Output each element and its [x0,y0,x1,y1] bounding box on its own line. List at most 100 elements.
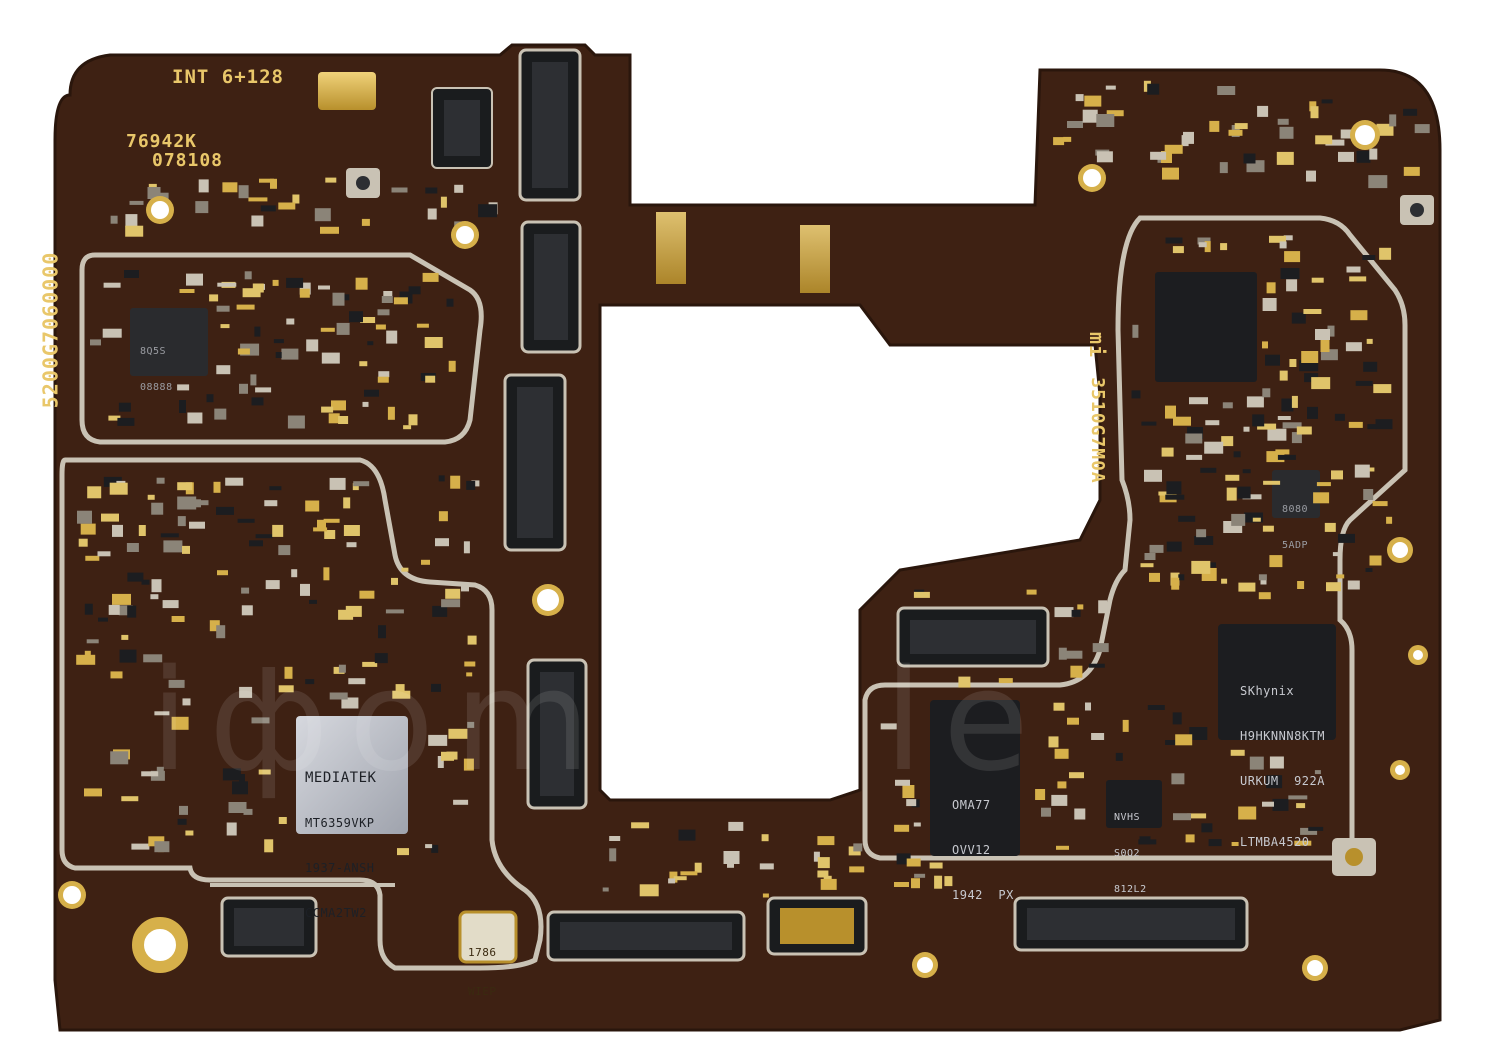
smd-component [1246,396,1264,408]
right-vertical-label: 3510G7M0A [1086,377,1108,484]
smd-component [1369,555,1382,566]
smd-component [1070,665,1083,678]
smd-component [1252,414,1265,427]
smd-component [163,540,183,553]
smd-component [1053,702,1065,711]
smd-component [1058,647,1067,660]
smd-component [309,599,317,604]
smd-component [189,521,205,529]
smd-component [254,326,261,337]
small-ic-1-line-1: 8Q5S [140,346,167,357]
smd-component [239,686,253,698]
smd-component [1267,428,1287,441]
serial-line-1: 76942K [126,131,198,152]
smd-component [147,494,155,500]
smd-component [364,389,379,397]
smd-component [1316,482,1331,487]
smd-component [156,477,165,484]
smd-component [1077,604,1084,610]
smd-component [759,863,774,870]
smd-component [1085,702,1091,711]
smd-component [1336,574,1345,579]
smd-component [416,323,429,328]
smd-component [1338,151,1354,162]
smd-component [324,530,336,539]
mounting-hole [151,201,169,219]
smd-component [125,214,138,228]
smd-component [1331,470,1343,480]
smd-component [225,477,244,486]
smd-component [1350,310,1368,321]
smd-component [1228,129,1243,136]
smd-component [1258,592,1271,600]
smd-component [213,481,221,493]
smd-component [1272,798,1289,811]
smd-component [90,339,101,346]
smd-component [431,844,439,853]
smd-component [437,756,444,768]
smd-component [1196,529,1207,538]
smd-component [1356,150,1371,163]
smd-component [435,538,449,547]
smd-component [1403,166,1420,176]
smd-component [323,567,330,581]
smd-component [237,348,250,355]
smd-component [349,311,363,323]
smd-component [1258,574,1267,581]
smd-component [1291,395,1298,408]
smd-component [321,406,334,413]
smd-component [171,716,189,730]
smd-component [1286,279,1298,292]
smd-component [1300,827,1318,835]
smd-component [323,518,340,523]
smd-component [428,734,448,746]
smd-component [1067,717,1079,725]
smd-component [86,639,99,644]
smd-component [118,605,133,616]
smd-component [1296,426,1312,435]
smd-component [1057,781,1067,789]
smd-component [448,728,468,739]
smd-component [1165,740,1178,745]
gold-gasket-2 [800,225,830,293]
gold-gasket-1 [656,212,686,284]
smd-component [1063,136,1072,142]
nvhs-line-2: S0Q2 [1114,848,1141,859]
smd-component [1166,541,1182,552]
smd-component [1266,282,1276,294]
smd-component [1149,544,1164,553]
small-ic-1-line-2: 08888 [140,382,173,393]
smd-component [260,205,276,212]
shield-frame-top-left [79,252,484,445]
btb-connector-mid-right [896,606,1050,668]
smd-component [761,834,769,842]
smd-component [1304,373,1319,383]
smd-component [375,324,386,330]
smd-component [241,605,253,616]
smd-component [332,292,345,306]
smd-component [1201,823,1213,833]
smd-component [1334,413,1345,421]
smd-component [1147,705,1165,710]
smd-component [1263,480,1281,485]
smd-component [222,768,241,781]
smd-component [275,352,282,358]
smd-component [239,774,245,785]
smd-component [314,208,331,222]
smd-component [1204,441,1224,454]
smd-component [272,524,284,537]
smd-component [383,291,393,297]
smd-component [425,187,438,194]
mi-logo: mi [1085,331,1110,359]
smd-component [391,577,398,585]
smd-component [820,878,837,890]
smd-component [248,197,268,202]
smd-component [305,679,315,685]
smd-component [1238,582,1256,592]
smd-component [1363,489,1374,500]
smd-component [1186,454,1203,460]
smd-component [1053,137,1065,146]
smd-component [1277,454,1296,460]
smd-component [84,788,102,797]
